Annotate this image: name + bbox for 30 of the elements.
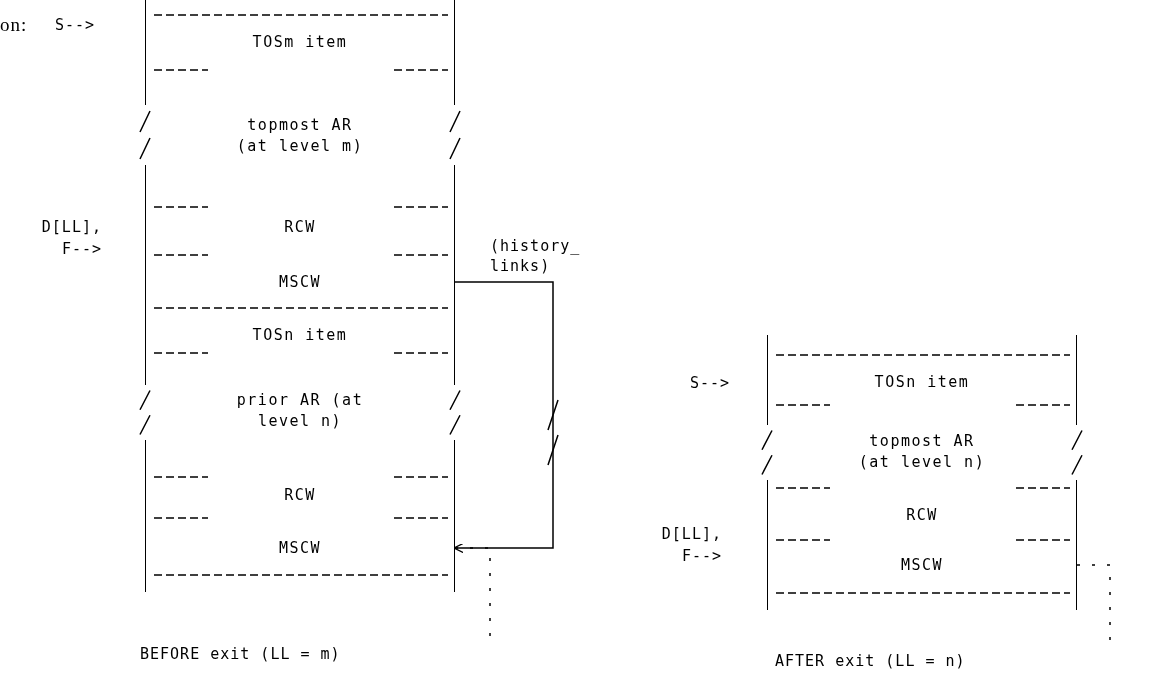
stack-cell [145,165,455,267]
stack-cell [767,548,1077,610]
cell-label: RCW [906,505,938,526]
arrow [453,281,554,554]
pointer-label: S--> [690,373,732,394]
cell-label: MSCW [278,538,322,559]
pointer-label: BEFORE exit (LL = m) [140,644,342,665]
cell-label: TOSn item [252,325,348,346]
cell-label: MSCW [278,272,322,293]
cell-label: prior AR (at level n) [235,390,365,432]
cell-label: TOSn item [874,372,970,393]
pointer-label: D[LL], F--> [660,524,722,567]
stack-cell [767,480,1077,548]
cell-label: RCW [284,485,316,506]
cell-label: TOSm item [252,32,348,53]
pointer-label: D[LL], F--> [40,217,102,260]
cell-label: topmost AR (at level n) [857,431,987,473]
pointer-label: AFTER exit (LL = n) [775,651,967,672]
cell-label: MSCW [900,555,944,576]
cell-label: topmost AR (at level m) [235,115,365,157]
stack-cell [145,530,455,592]
pointer-label: S--> [55,15,97,36]
edge-label: (history_ links) [490,236,578,276]
stack-cell [145,267,455,300]
stack-cell [767,335,1077,425]
stack-cell [145,440,455,530]
stack-cell [145,300,455,385]
stack-cell [145,0,455,105]
pointer-label: on: [0,14,29,36]
cell-label: RCW [284,217,316,238]
